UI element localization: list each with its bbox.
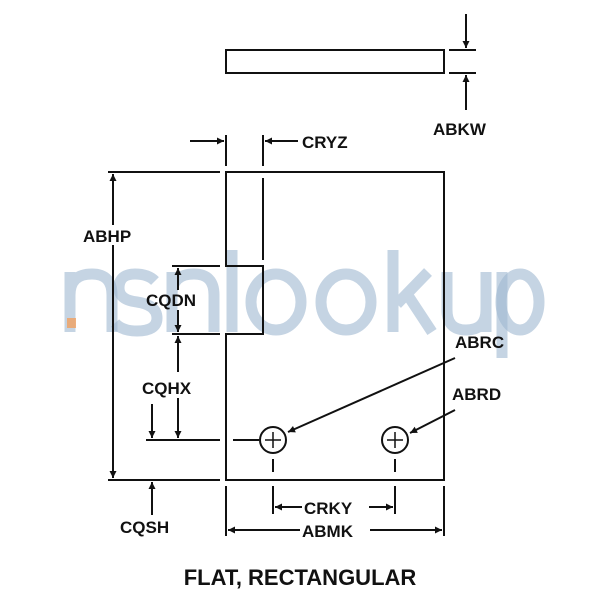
side-view-bar (225, 49, 445, 74)
leader-abrc: ABRC (287, 333, 504, 433)
plate-outline (225, 171, 445, 481)
leader-abrd: ABRD (409, 385, 501, 434)
hole-right (381, 426, 409, 472)
label-abhp: ABHP (83, 227, 131, 246)
dim-cryz: CRYZ (190, 133, 348, 166)
dim-cqsh: CQSH (120, 482, 169, 537)
watermark-dot (67, 318, 76, 328)
dim-abkw: ABKW (433, 14, 487, 139)
hole-left (259, 426, 287, 472)
label-crky: CRKY (304, 499, 353, 518)
label-abmk: ABMK (302, 522, 354, 541)
diagram-title: FLAT, RECTANGULAR (184, 565, 417, 590)
label-cryz: CRYZ (302, 133, 348, 152)
dim-abmk: ABMK (225, 486, 445, 541)
label-cqhx: CQHX (142, 379, 192, 398)
watermark-logo (64, 250, 545, 358)
label-abrd: ABRD (452, 385, 501, 404)
label-cqdn: CQDN (146, 291, 196, 310)
label-abrc: ABRC (455, 333, 504, 352)
dim-crky: CRKY (272, 486, 396, 518)
dim-cqhx: CQHX (142, 336, 259, 441)
label-cqsh: CQSH (120, 518, 169, 537)
dim-abhp: ABHP (83, 171, 220, 481)
label-abkw: ABKW (433, 120, 487, 139)
dim-cqdn: CQDN (146, 265, 220, 335)
